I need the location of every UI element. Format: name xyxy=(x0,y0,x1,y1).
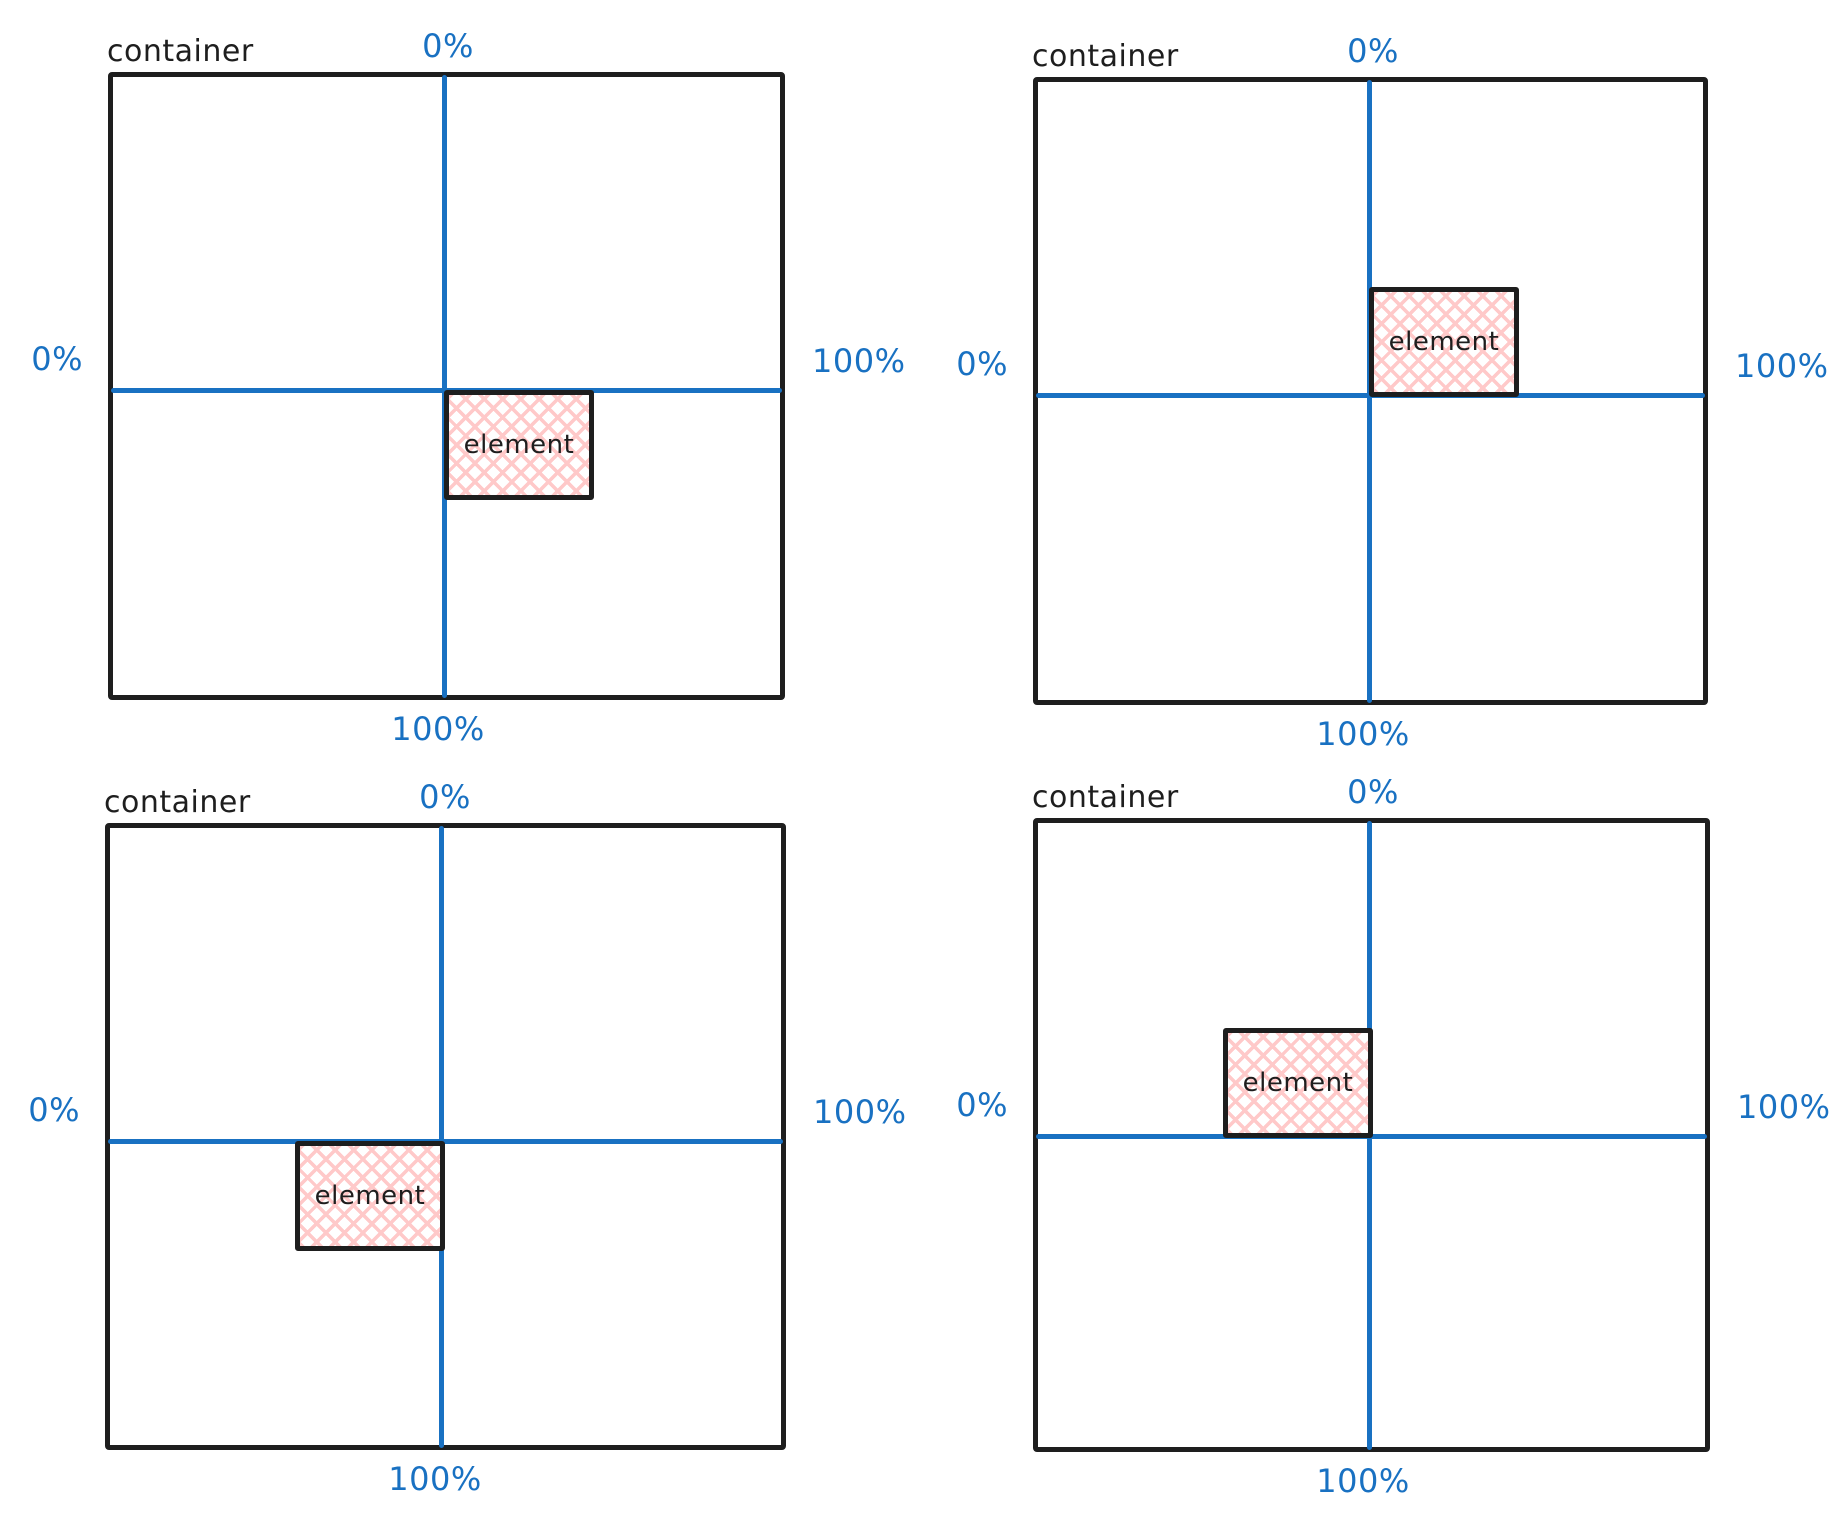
top-axis-label: 0% xyxy=(422,27,474,66)
top-axis-label: 0% xyxy=(419,778,471,817)
container-label: container xyxy=(1032,780,1179,815)
element-label: element xyxy=(463,430,575,460)
right-axis-label: 100% xyxy=(812,342,906,380)
element-box: element xyxy=(295,1141,445,1251)
element-box: element xyxy=(1223,1028,1373,1138)
container-label: container xyxy=(107,34,254,69)
element-box: element xyxy=(1369,287,1519,397)
left-axis-label: 0% xyxy=(31,340,83,378)
element-label: element xyxy=(1242,1068,1354,1098)
container-label: container xyxy=(1032,39,1179,74)
left-axis-label: 0% xyxy=(956,1086,1008,1124)
element-label: element xyxy=(314,1181,426,1211)
right-axis-label: 100% xyxy=(1737,1088,1831,1126)
right-axis-label: 100% xyxy=(813,1093,907,1131)
bottom-axis-label: 100% xyxy=(1316,715,1410,753)
panel-bottom-left: container 0% 100% 0% 100% element xyxy=(28,779,906,1497)
element-label: element xyxy=(1388,327,1500,357)
left-axis-label: 0% xyxy=(956,345,1008,383)
bottom-axis-label: 100% xyxy=(391,710,485,748)
bottom-axis-label: 100% xyxy=(388,1460,482,1498)
right-axis-label: 100% xyxy=(1735,347,1829,385)
panel-top-right: container 0% 100% 0% 100% element xyxy=(956,33,1828,752)
vertical-position-line xyxy=(439,826,444,1448)
panel-top-left: container 0% 100% 0% 100% element xyxy=(31,28,905,747)
left-axis-label: 0% xyxy=(28,1091,80,1129)
container-label: container xyxy=(104,785,251,820)
horizontal-position-line xyxy=(108,1139,783,1144)
vertical-position-line xyxy=(442,75,447,698)
top-axis-label: 0% xyxy=(1347,32,1399,71)
panel-bottom-right: container 0% 100% 0% 100% element xyxy=(956,774,1830,1499)
top-axis-label: 0% xyxy=(1347,773,1399,812)
element-box: element xyxy=(444,390,594,500)
bottom-axis-label: 100% xyxy=(1316,1462,1410,1500)
